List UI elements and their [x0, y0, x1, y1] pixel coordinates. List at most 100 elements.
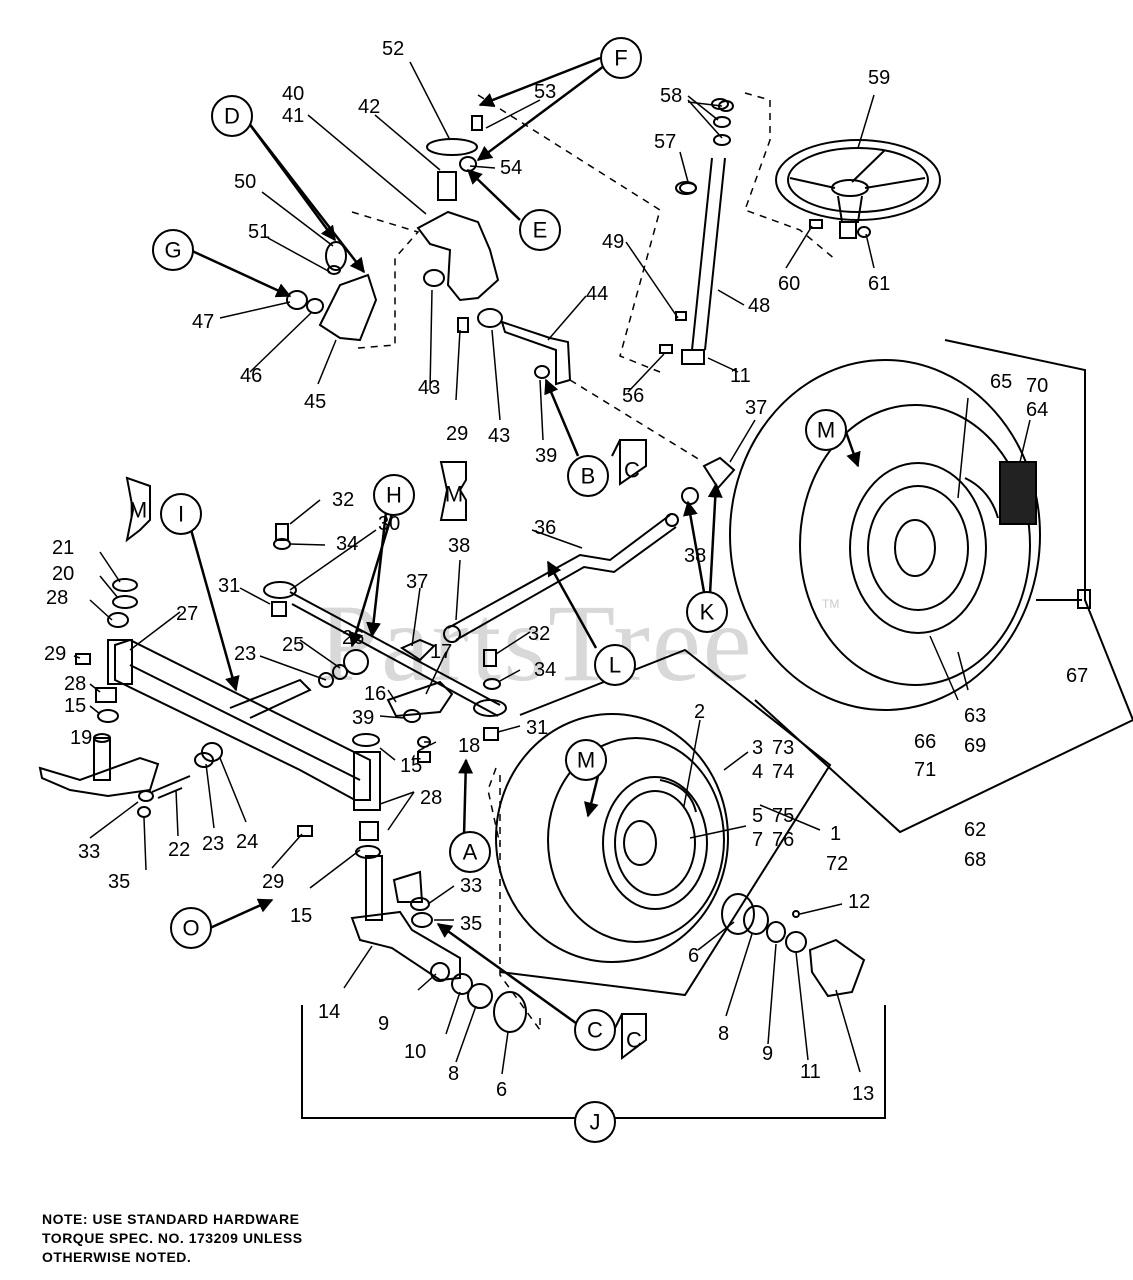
callout-m-front-wheel: M	[577, 748, 595, 773]
part-label-43-left: 43	[418, 377, 440, 399]
flag-letter-c-lower: C	[626, 1028, 642, 1053]
part-label-12: 12	[848, 891, 870, 913]
part-label-31-right: 31	[526, 717, 548, 739]
part-label-44: 44	[586, 283, 608, 305]
note-line-3: OTHERWISE NOTED.	[42, 1249, 192, 1265]
part-label-21: 21	[52, 537, 74, 559]
callout-i: I	[178, 502, 184, 527]
rear-wheel-drawing	[729, 359, 1091, 711]
callout-circles	[152, 37, 847, 1143]
part-label-70: 70	[1026, 375, 1048, 397]
part-label-11-upper: 11	[730, 365, 751, 387]
steering-wheel-drawing	[775, 139, 941, 239]
callout-d: D	[224, 104, 240, 129]
part-label-48: 48	[748, 295, 770, 317]
part-label-11-lower: 11	[800, 1061, 821, 1083]
part-label-32-upper: 32	[332, 489, 354, 511]
watermark-tm: TM	[822, 597, 839, 611]
part-label-20: 20	[52, 563, 74, 585]
part-number-labels: 52 53 54 40 41 42 50 51 47 46 45 43 29 4…	[44, 38, 1088, 1105]
part-label-23-lower: 23	[202, 833, 224, 855]
flag-letter-m-middle: M	[445, 482, 463, 507]
dashed-outlines	[351, 92, 837, 1033]
part-label-46: 46	[240, 365, 262, 387]
part-label-68: 68	[964, 849, 986, 871]
ball-joint-drawing	[386, 456, 736, 748]
part-label-9-right: 9	[762, 1043, 773, 1065]
part-label-16: 16	[364, 683, 386, 705]
callout-arrows	[188, 56, 861, 1028]
part-label-7: 7	[752, 829, 763, 851]
part-label-72: 72	[826, 853, 848, 875]
front-axle-drawing	[95, 578, 499, 859]
part-label-24: 24	[236, 831, 258, 853]
part-label-10: 10	[404, 1041, 426, 1063]
callout-o: O	[182, 916, 199, 941]
part-label-56: 56	[622, 385, 644, 407]
part-label-35-right: 35	[460, 913, 482, 935]
part-label-8-right: 8	[718, 1023, 729, 1045]
part-label-53: 53	[534, 81, 556, 103]
left-spindle-drawing	[38, 733, 223, 818]
part-label-38-right: 38	[684, 545, 706, 567]
part-label-45: 45	[304, 391, 326, 413]
part-label-61: 61	[868, 273, 890, 295]
callout-h: H	[386, 483, 402, 508]
section-flags	[125, 439, 647, 1060]
part-label-38-middle: 38	[448, 535, 470, 557]
part-label-23-upper: 23	[234, 643, 256, 665]
part-label-75: 75	[772, 805, 794, 827]
front-wheel-drawing	[495, 713, 866, 998]
callout-j: J	[590, 1110, 601, 1135]
part-label-71: 71	[914, 759, 936, 781]
drag-link-drawing	[443, 513, 679, 643]
callout-e: E	[533, 218, 548, 243]
part-label-65: 65	[990, 371, 1012, 393]
callout-b: B	[581, 464, 596, 489]
watermark: PartsTree	[318, 582, 754, 704]
part-label-13: 13	[852, 1083, 874, 1105]
part-label-37-middle: 37	[406, 571, 428, 593]
part-label-59: 59	[868, 67, 890, 89]
part-label-3: 3	[752, 737, 763, 759]
part-label-25: 25	[282, 634, 304, 656]
part-label-8-left: 8	[448, 1063, 459, 1085]
part-label-57: 57	[654, 131, 676, 153]
part-label-9-left: 9	[378, 1013, 389, 1035]
part-label-14: 14	[318, 1001, 340, 1023]
part-label-4: 4	[752, 761, 763, 783]
part-label-37-upper: 37	[745, 397, 767, 419]
part-label-34-upper: 34	[336, 533, 358, 555]
part-label-39-upper: 39	[535, 445, 557, 467]
part-label-67: 67	[1066, 665, 1088, 687]
part-label-35-left: 35	[108, 871, 130, 893]
axle-bolt-drawing	[157, 787, 183, 799]
steering-shaft-drawing	[679, 98, 731, 365]
part-label-19: 19	[70, 727, 92, 749]
leader-lines	[73, 61, 1031, 1075]
part-label-27: 27	[176, 603, 198, 625]
callout-l: L	[609, 653, 621, 678]
part-label-30: 30	[378, 513, 400, 535]
note-line-1: NOTE: USE STANDARD HARDWARE	[42, 1211, 300, 1227]
part-label-29-left: 29	[44, 643, 66, 665]
part-label-49: 49	[602, 231, 624, 253]
callout-c: C	[587, 1018, 603, 1043]
part-label-73: 73	[772, 737, 794, 759]
small-fasteners-drawing	[75, 100, 871, 837]
part-label-18: 18	[458, 735, 480, 757]
part-label-66: 66	[914, 731, 936, 753]
part-label-52: 52	[382, 38, 404, 60]
part-label-74: 74	[772, 761, 794, 783]
hardware-note: NOTE: USE STANDARD HARDWARE TORQUE SPEC.…	[42, 1210, 362, 1267]
part-label-34-lower: 34	[534, 659, 556, 681]
part-label-22: 22	[168, 839, 190, 861]
part-label-6-right: 6	[688, 945, 699, 967]
part-label-17: 17	[430, 641, 452, 663]
flag-letter-c-upper: C	[624, 458, 640, 483]
part-label-39-lower: 39	[352, 707, 374, 729]
part-label-15-middle: 15	[400, 755, 422, 777]
callout-a: A	[463, 840, 478, 865]
part-label-76: 76	[772, 829, 794, 851]
flag-letter-m-left: M	[129, 498, 147, 523]
